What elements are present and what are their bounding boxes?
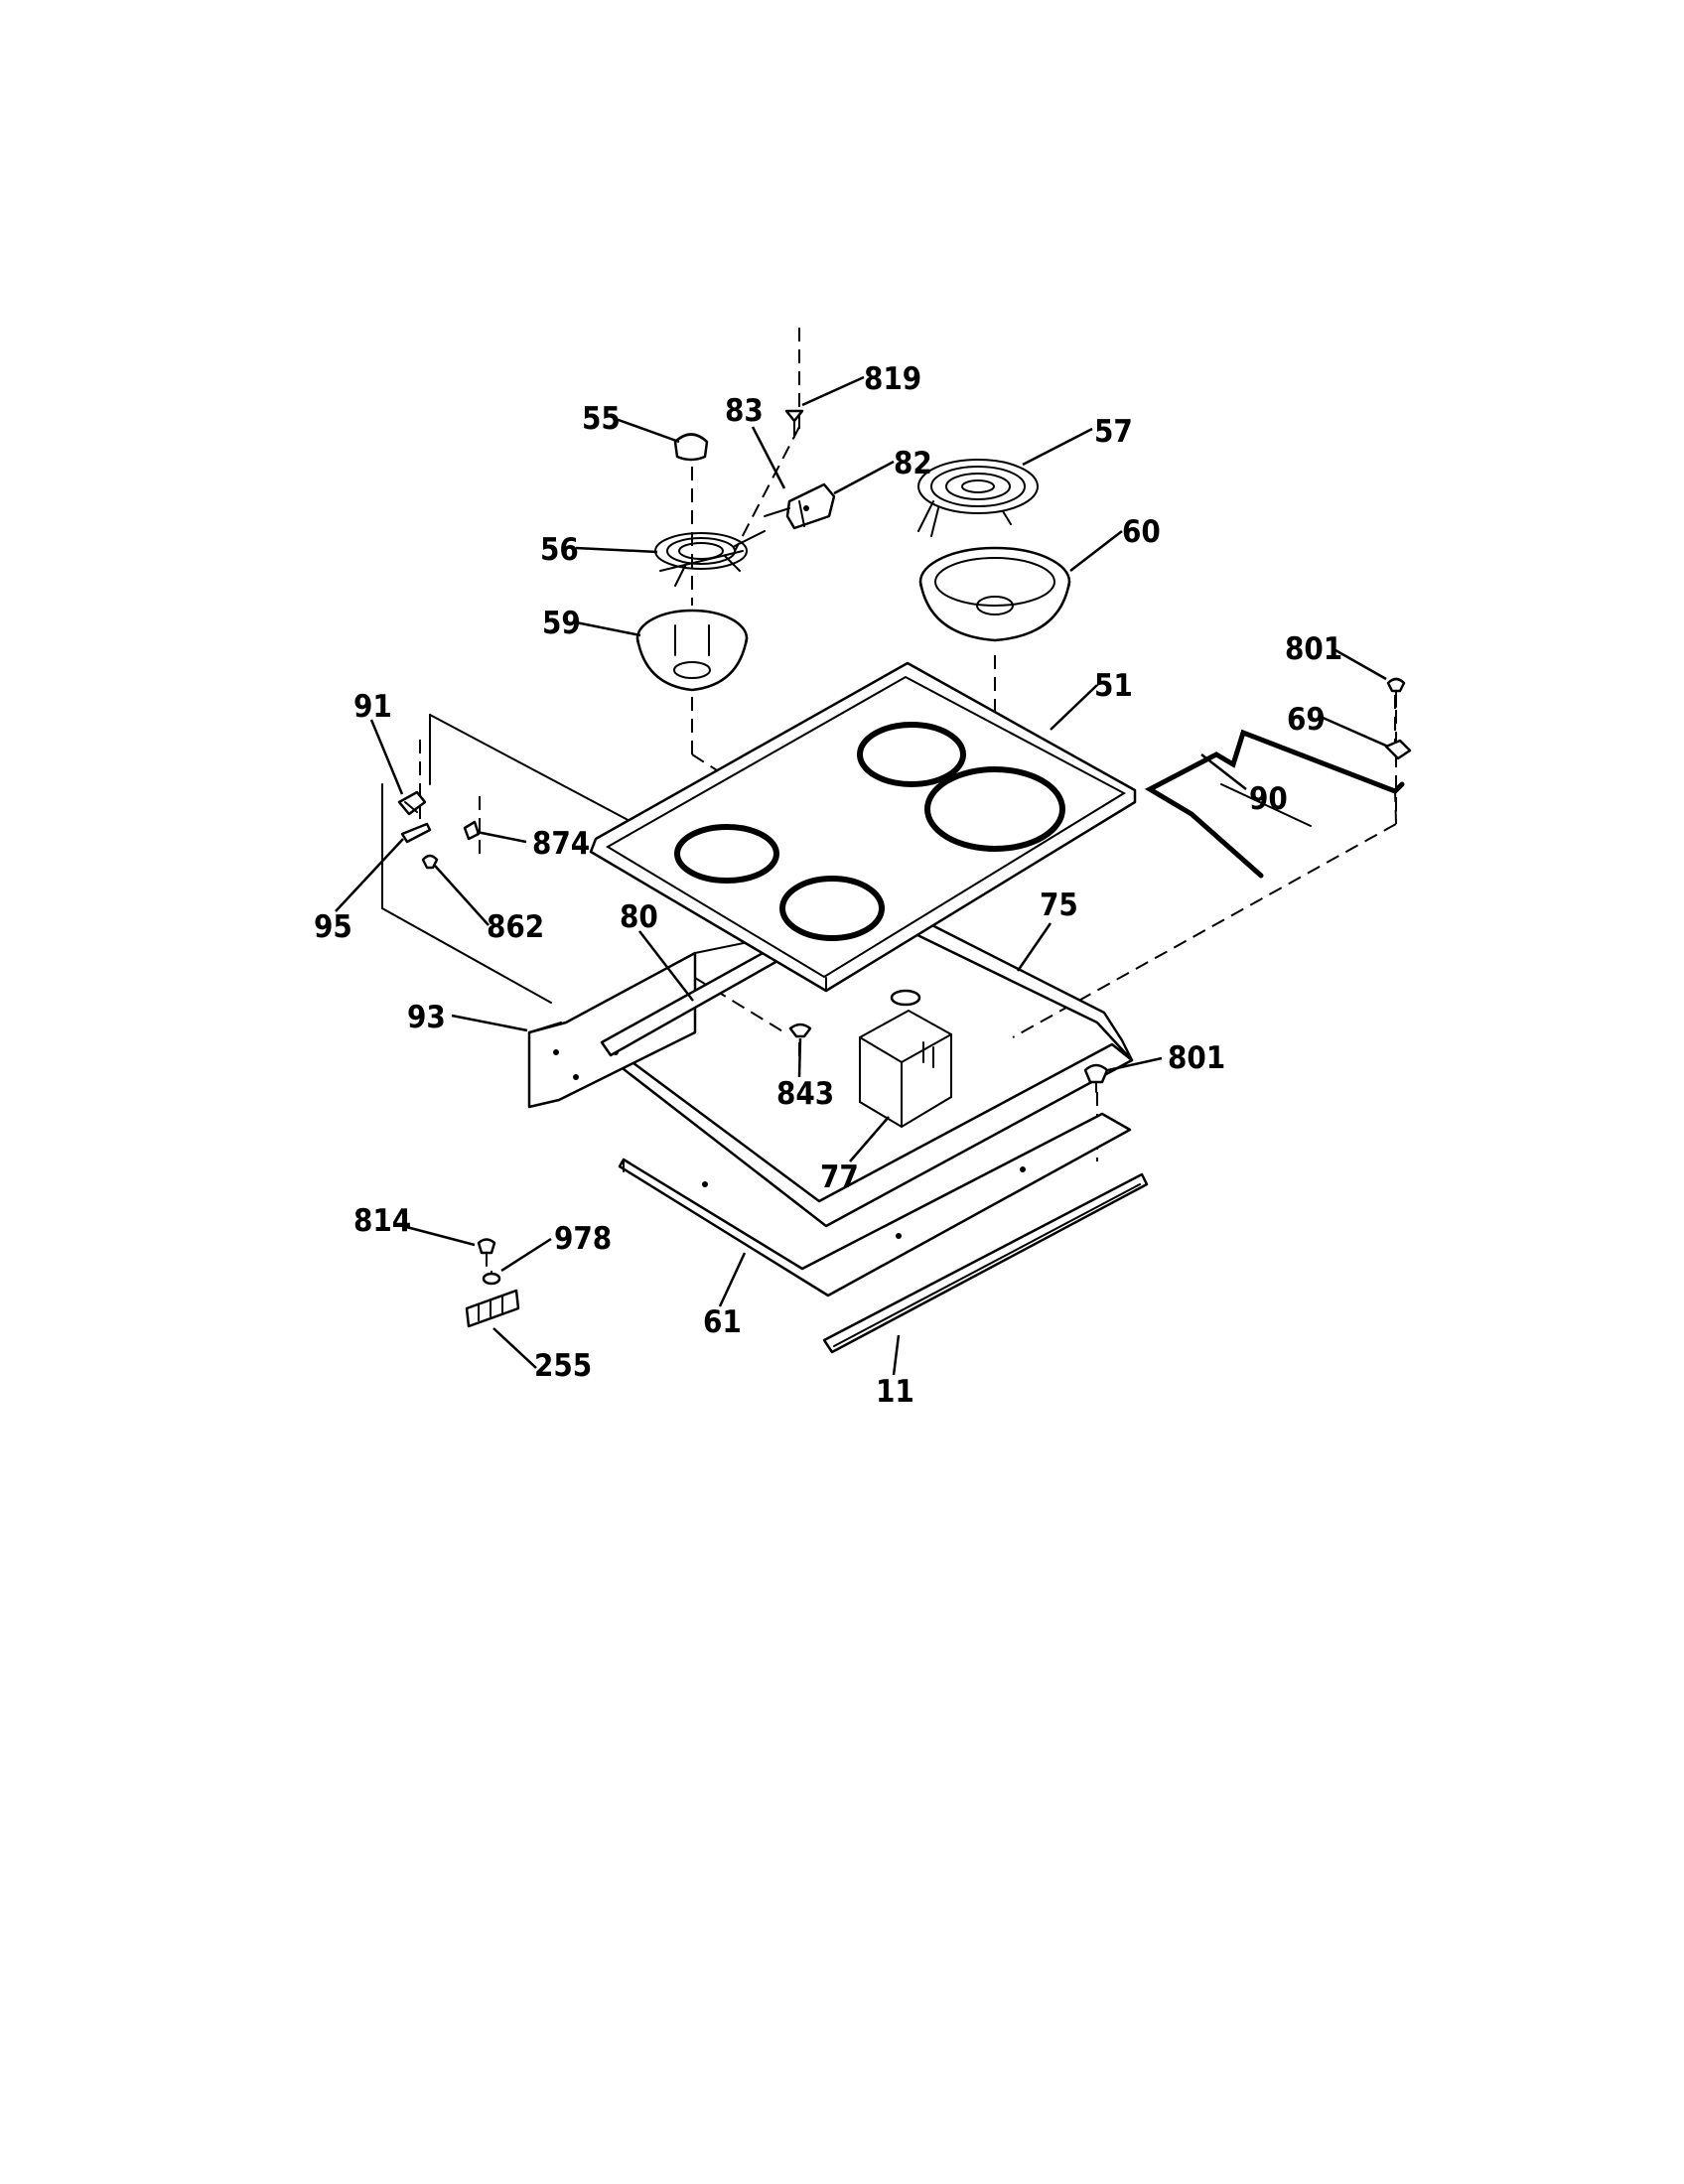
- callout-56: 56: [540, 532, 579, 568]
- callout-69: 69: [1287, 702, 1326, 738]
- small-surface-element: [654, 530, 766, 587]
- screw-862: [421, 854, 439, 870]
- callout-77: 77: [820, 1160, 859, 1195]
- terminal-block: [859, 989, 952, 1129]
- receptacle-block: [764, 482, 836, 530]
- left-frame-lines: [381, 714, 636, 1004]
- callout-801-top: 801: [1285, 631, 1342, 667]
- wire-rod: [1144, 729, 1405, 879]
- callout-95: 95: [314, 909, 352, 945]
- clip-95: [400, 822, 432, 844]
- callout-82: 82: [894, 446, 932, 481]
- callout-874: 874: [532, 826, 590, 862]
- terminal-block-255: [465, 1289, 520, 1328]
- large-surface-element: [917, 459, 1039, 537]
- callout-51: 51: [1094, 668, 1133, 704]
- callout-59: 59: [542, 606, 581, 641]
- screw-819: [784, 409, 804, 438]
- screw-801-top: [1386, 677, 1406, 708]
- callout-11: 11: [876, 1374, 914, 1410]
- element-cap: [673, 433, 709, 462]
- callout-57: 57: [1094, 414, 1133, 450]
- callout-91: 91: [353, 689, 392, 725]
- callout-978: 978: [554, 1221, 612, 1257]
- bottom-pan: [618, 1112, 1132, 1297]
- callout-61: 61: [703, 1304, 742, 1340]
- callout-801-right: 801: [1168, 1040, 1225, 1076]
- clip-69: [1384, 739, 1412, 760]
- front-trim-strip: [822, 1172, 1149, 1354]
- small-drip-bowl: [635, 609, 749, 692]
- screw-843: [788, 1023, 812, 1038]
- screw-801-right: [1083, 1063, 1109, 1093]
- callout-255: 255: [534, 1348, 592, 1384]
- callout-93: 93: [407, 1000, 446, 1035]
- bracket-91: [397, 790, 427, 816]
- callout-80: 80: [620, 899, 658, 935]
- cooktop-panel: [589, 661, 1137, 993]
- callout-843: 843: [776, 1076, 834, 1112]
- callout-55: 55: [582, 401, 621, 437]
- callout-819: 819: [864, 361, 921, 397]
- screw-874: [463, 820, 481, 841]
- callout-862: 862: [487, 909, 544, 945]
- large-drip-bowl: [918, 546, 1071, 642]
- callout-labels: 819 83 55 82 57 60 56 59 801 51 69 91 90…: [314, 361, 1342, 1410]
- callout-90: 90: [1249, 781, 1288, 817]
- callout-83: 83: [725, 393, 764, 429]
- screw-814: [477, 1238, 496, 1267]
- callout-60: 60: [1122, 514, 1161, 550]
- washer-978: [482, 1272, 501, 1286]
- side-rail-bracket: [527, 951, 697, 1109]
- callout-75: 75: [1040, 887, 1078, 923]
- leader-lines: [335, 375, 1389, 1376]
- callout-814: 814: [353, 1203, 411, 1239]
